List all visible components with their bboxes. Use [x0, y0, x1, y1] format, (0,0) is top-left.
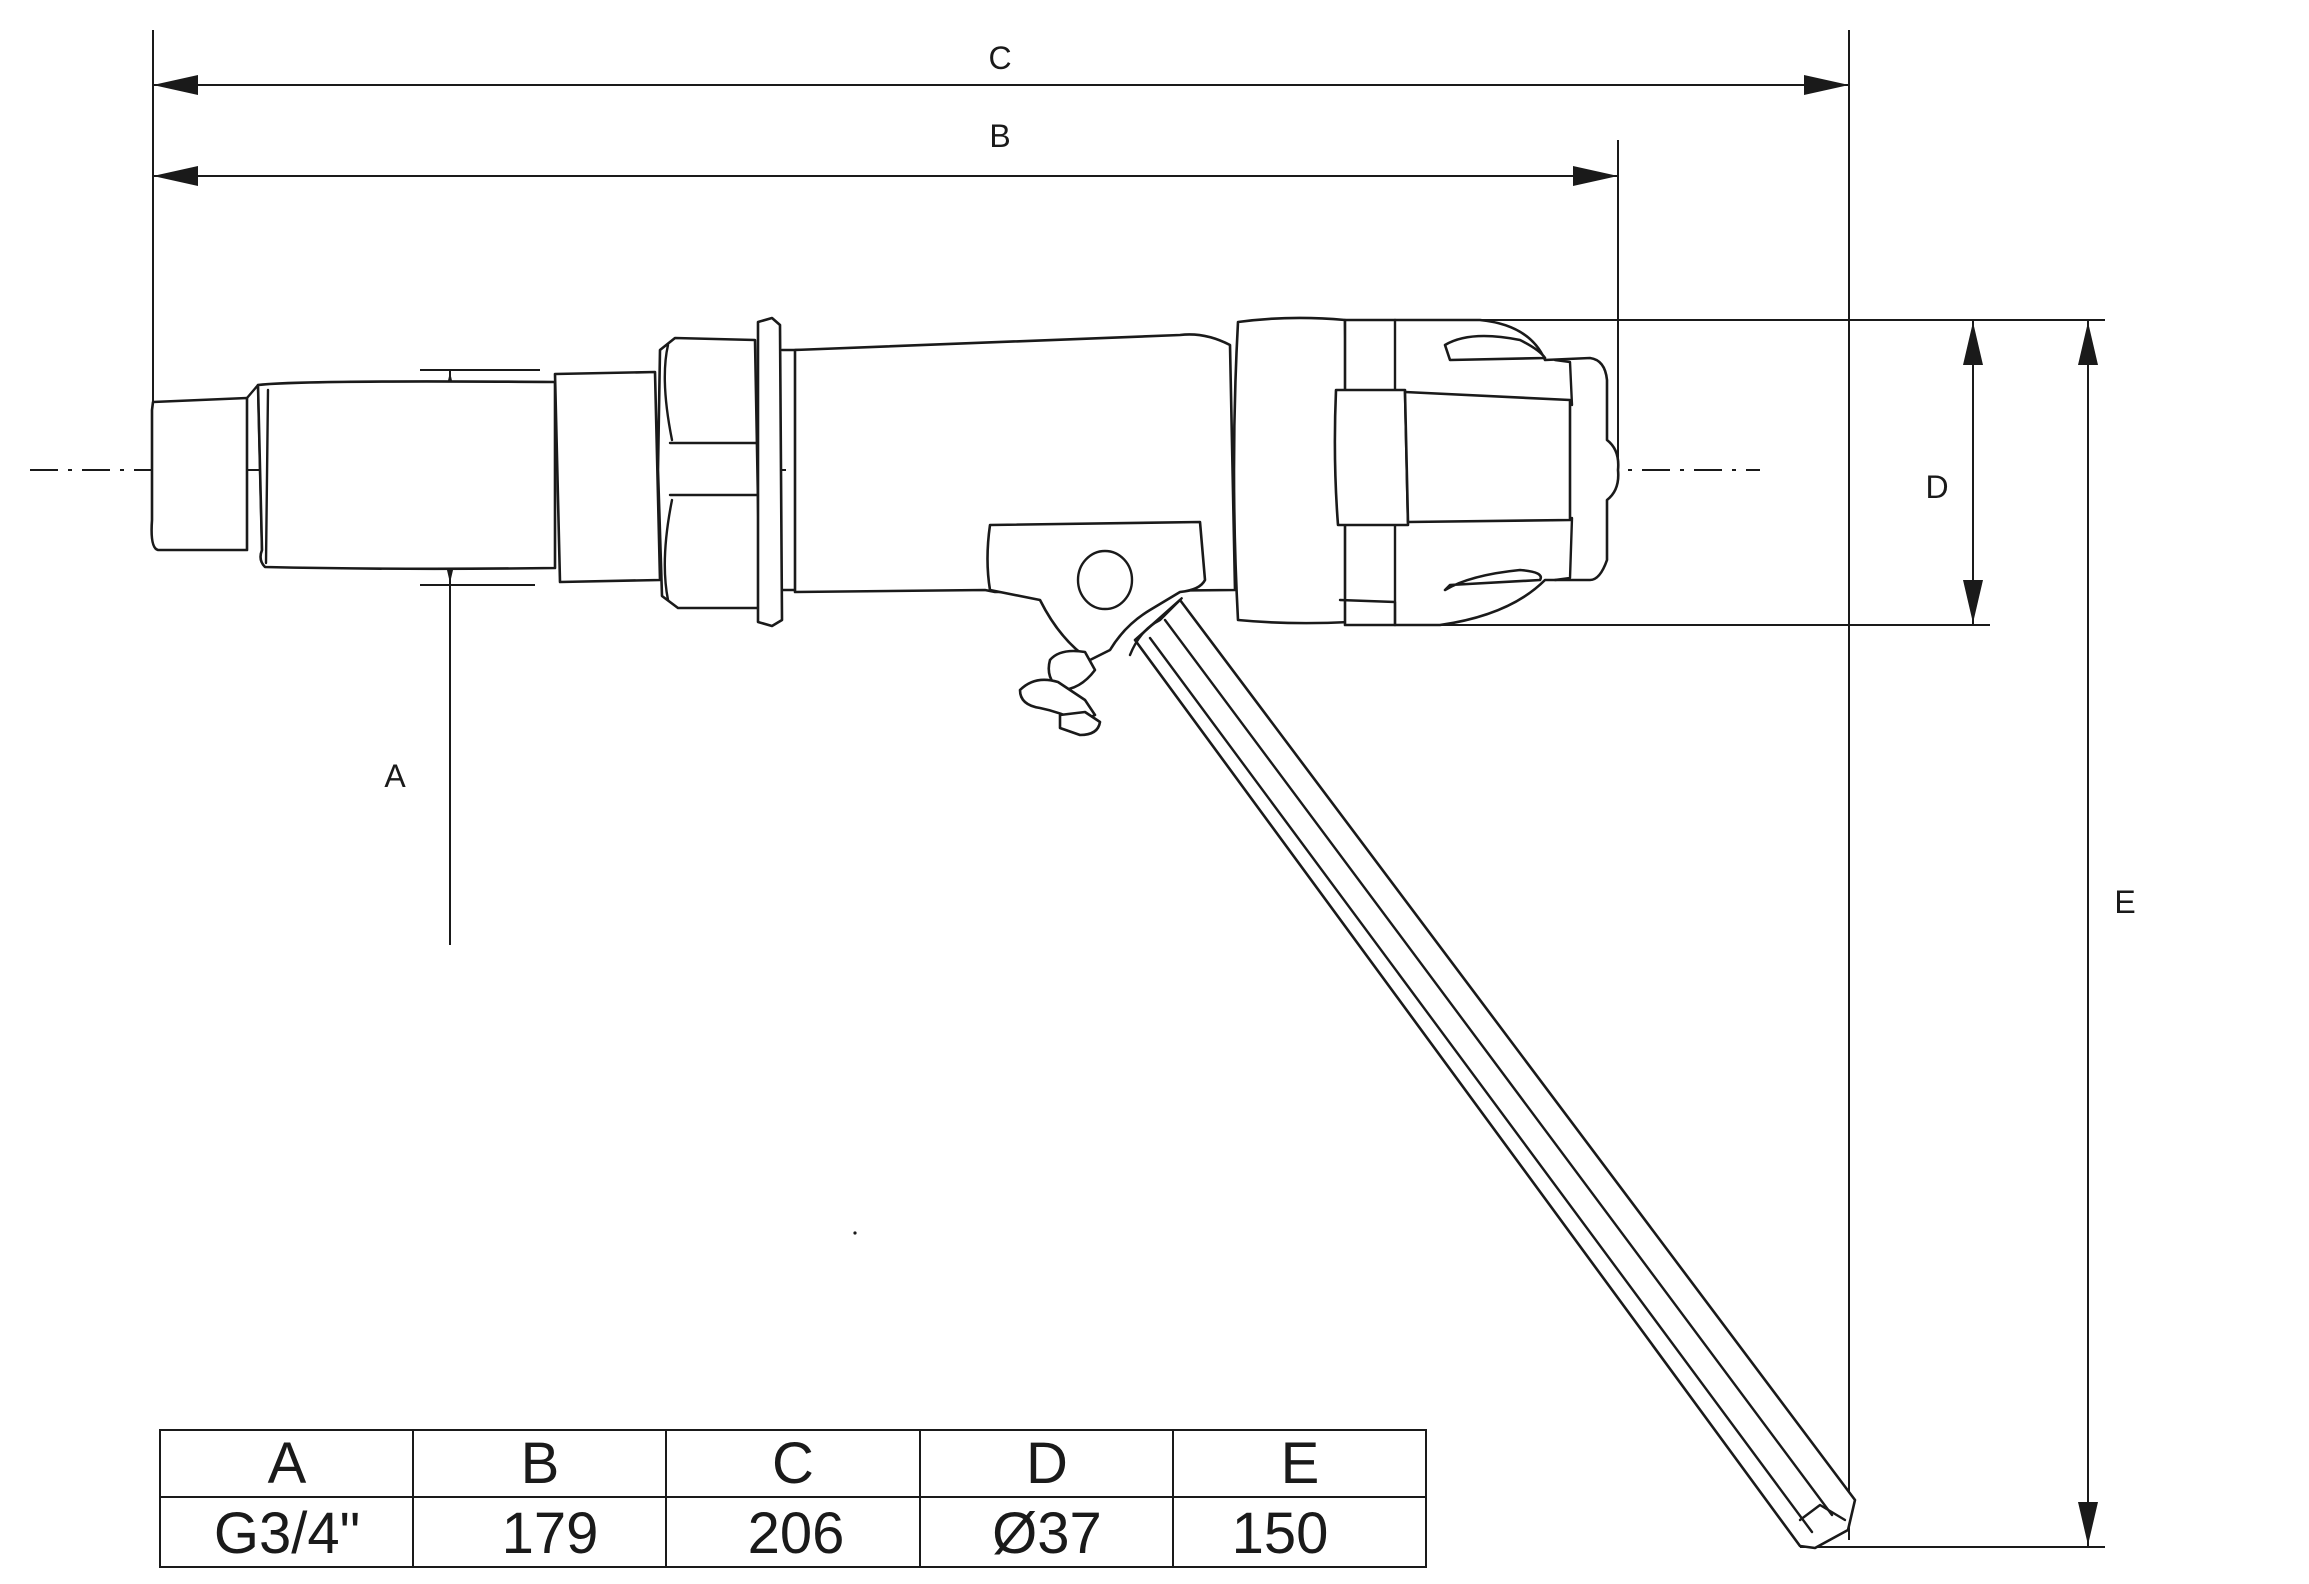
dimension-label-a: A — [384, 758, 406, 794]
dimension-d: D — [1925, 320, 1983, 625]
dimension-e: E — [2078, 320, 2136, 1547]
hex-nut — [656, 336, 762, 610]
dimension-label-b: B — [989, 118, 1010, 154]
table-header-c: C — [772, 1431, 814, 1496]
table-header-e: E — [1281, 1431, 1320, 1496]
lever-handle — [1128, 597, 1857, 1550]
table-header-d: D — [1026, 1431, 1068, 1496]
dimension-c: C — [153, 40, 1849, 95]
extension-lines — [152, 30, 2105, 1548]
inlet-pipe — [150, 396, 249, 552]
table-value-c: 206 — [748, 1501, 845, 1566]
threaded-section — [256, 380, 557, 571]
table-value-b: 179 — [502, 1501, 599, 1566]
collar — [553, 370, 662, 584]
boss-hole — [1076, 549, 1134, 611]
dimension-label-e: E — [2114, 884, 2135, 920]
table-value-e: 150 — [1232, 1501, 1329, 1566]
wing-screw — [1018, 649, 1102, 737]
head-housing — [1232, 316, 1352, 625]
lower-boss — [986, 520, 1207, 662]
table-value-a: G3/4" — [214, 1501, 360, 1566]
dimension-label-d: D — [1925, 469, 1948, 505]
flange — [756, 316, 784, 628]
table-value-d: Ø37 — [992, 1501, 1102, 1566]
dimension-table: A B C D E G3/4" 179 206 Ø37 150 — [159, 1429, 1427, 1568]
stray-dot — [853, 1231, 857, 1235]
dimension-label-c: C — [988, 40, 1011, 76]
dimension-b: B — [153, 118, 1618, 186]
table-header-a: A — [268, 1431, 307, 1496]
table-header-b: B — [521, 1431, 560, 1496]
valve-outline — [150, 316, 1857, 1550]
